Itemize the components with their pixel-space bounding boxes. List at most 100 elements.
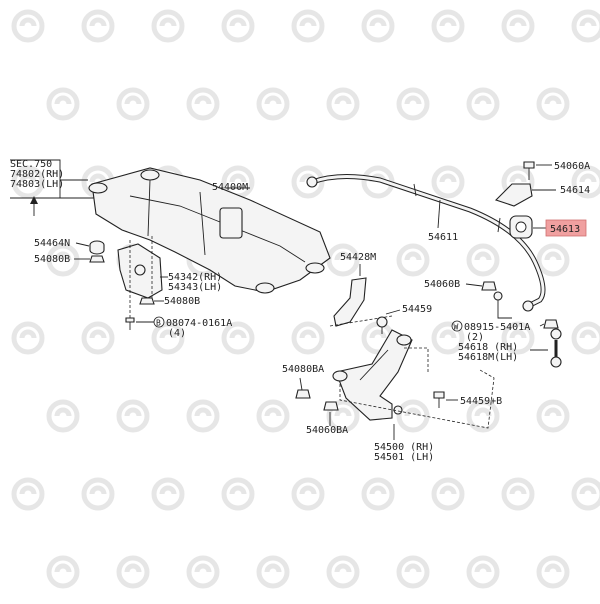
watermark-wrench-icon — [89, 17, 107, 27]
bolt-08074[interactable] — [125, 317, 135, 330]
nut-54080B-left[interactable] — [89, 255, 105, 263]
watermark-gear-icon — [571, 321, 600, 355]
watermark-gear-icon — [151, 9, 185, 43]
watermark-wrench-icon — [509, 485, 527, 495]
watermark-gear-icon — [466, 399, 500, 433]
label-54060A[interactable]: 54060A — [554, 161, 590, 172]
watermark-wrench-icon — [54, 251, 72, 261]
watermark-gear-icon — [536, 555, 570, 589]
label-54459[interactable]: 54459 — [402, 304, 432, 315]
stabilizer-link-54618[interactable] — [550, 328, 562, 368]
watermark-wrench-icon — [509, 17, 527, 27]
bolt-54060A[interactable] — [523, 161, 535, 180]
watermark-wrench-icon — [439, 173, 457, 183]
label-54400M[interactable]: 54400M — [212, 182, 248, 193]
watermark-gear-icon — [396, 555, 430, 589]
label-54428M[interactable]: 54428M — [340, 252, 376, 263]
lower-arm-54500[interactable] — [332, 329, 413, 421]
clamp-54614[interactable] — [494, 183, 533, 207]
watermark-gear-icon — [11, 165, 45, 199]
watermark-gear-icon — [186, 399, 220, 433]
sec-750-reference: SEC.750 74802(RH) 74803(LH) — [10, 159, 96, 216]
label-54060BA[interactable]: 54060BA — [306, 425, 348, 436]
watermark-wrench-icon — [89, 173, 107, 183]
watermark-wrench-icon — [439, 329, 457, 339]
watermark-gear-icon — [116, 87, 150, 121]
label-54611[interactable]: 54611 — [428, 232, 458, 243]
watermark-wrench-icon — [544, 251, 562, 261]
watermark-wrench-icon — [369, 329, 387, 339]
watermark-gear-icon — [291, 9, 325, 43]
leader-54060B — [465, 283, 483, 287]
nut-54080B-lower[interactable] — [139, 297, 155, 305]
watermark-wrench-icon — [579, 329, 597, 339]
watermark-wrench-icon — [579, 485, 597, 495]
label-08074-qty[interactable]: (4) — [168, 328, 186, 339]
watermark-wrench-icon — [369, 485, 387, 495]
watermark-gear-icon — [396, 87, 430, 121]
label-54500[interactable]: 54500 (RH) — [374, 442, 434, 453]
watermark-wrench-icon — [334, 95, 352, 105]
label-54614[interactable]: 54614 — [560, 185, 590, 196]
nut-callout-letter: W — [454, 323, 459, 332]
label-54464N[interactable]: 54464N — [34, 238, 70, 249]
front-crossmember-54400M[interactable] — [88, 167, 331, 294]
label-54459B[interactable]: 54459+B — [460, 396, 502, 407]
sec-750-rh-label[interactable]: 74802(RH) — [10, 169, 64, 180]
watermark-gear-icon — [116, 399, 150, 433]
watermark-gear-icon — [501, 321, 535, 355]
label-54613[interactable]: 54613 — [550, 224, 580, 235]
watermark-gear-icon — [186, 87, 220, 121]
label-54501[interactable]: 54501 (LH) — [374, 452, 434, 463]
sec-750-label[interactable]: SEC.750 — [10, 159, 52, 170]
watermark-gear-icon — [221, 9, 255, 43]
stabilizer-bar-54611[interactable] — [306, 173, 546, 312]
watermark-wrench-icon — [439, 485, 457, 495]
watermark-wrench-icon — [579, 17, 597, 27]
watermark-gear-icon — [291, 321, 325, 355]
watermark-wrench-icon — [229, 17, 247, 27]
watermark-wrench-icon — [334, 251, 352, 261]
sec-750-lh-label[interactable]: 74803(LH) — [10, 179, 64, 190]
label-54080BA[interactable]: 54080BA — [282, 364, 324, 375]
label-54618[interactable]: 54618 (RH) — [458, 342, 518, 353]
label-08915-qty[interactable]: (2) — [466, 332, 484, 343]
nut-54060B[interactable] — [481, 281, 497, 291]
watermark-gear-icon — [81, 321, 115, 355]
highlight-54613 — [545, 219, 587, 237]
label-08074[interactable]: 08074-0161A — [166, 318, 232, 329]
washer-54060B[interactable] — [493, 291, 503, 301]
watermark-gear-icon — [571, 477, 600, 511]
watermark-gear-icon — [151, 321, 185, 355]
bushing-54613[interactable] — [509, 215, 533, 239]
watermark-gear-icon — [46, 555, 80, 589]
watermark-wrench-icon — [229, 329, 247, 339]
ball-joint-54459[interactable] — [376, 316, 388, 334]
insulator-54464N[interactable] — [89, 240, 105, 255]
label-54080B-lower[interactable]: 54080B — [164, 296, 200, 307]
watermark-wrench-icon — [299, 17, 317, 27]
label-54618M[interactable]: 54618M(LH) — [458, 352, 518, 363]
watermark-wrench-icon — [19, 173, 37, 183]
watermark-wrench-icon — [474, 95, 492, 105]
label-54060B[interactable]: 54060B — [424, 279, 460, 290]
nut-54080BA[interactable] — [295, 389, 311, 399]
watermark-wrench-icon — [404, 95, 422, 105]
bracket-54428M[interactable] — [333, 277, 367, 327]
member-stay-54342[interactable] — [117, 243, 163, 299]
label-54080B-left[interactable]: 54080B — [34, 254, 70, 265]
watermark-gear-icon — [396, 399, 430, 433]
label-54343[interactable]: 54343(LH) — [168, 282, 222, 293]
watermark-gear-icon — [361, 9, 395, 43]
watermark-wrench-icon — [544, 563, 562, 573]
label-54342[interactable]: 54342(RH) — [168, 272, 222, 283]
nut-54060BA[interactable] — [323, 401, 339, 411]
nut-08915[interactable] — [543, 319, 559, 329]
label-08915[interactable]: 08915-5401A — [464, 322, 530, 333]
watermark-gear-icon — [256, 87, 290, 121]
watermark-gear-icon — [571, 165, 600, 199]
watermark-gear-icon — [501, 477, 535, 511]
bolt-54459B[interactable] — [433, 391, 445, 408]
watermark-wrench-icon — [334, 407, 352, 417]
